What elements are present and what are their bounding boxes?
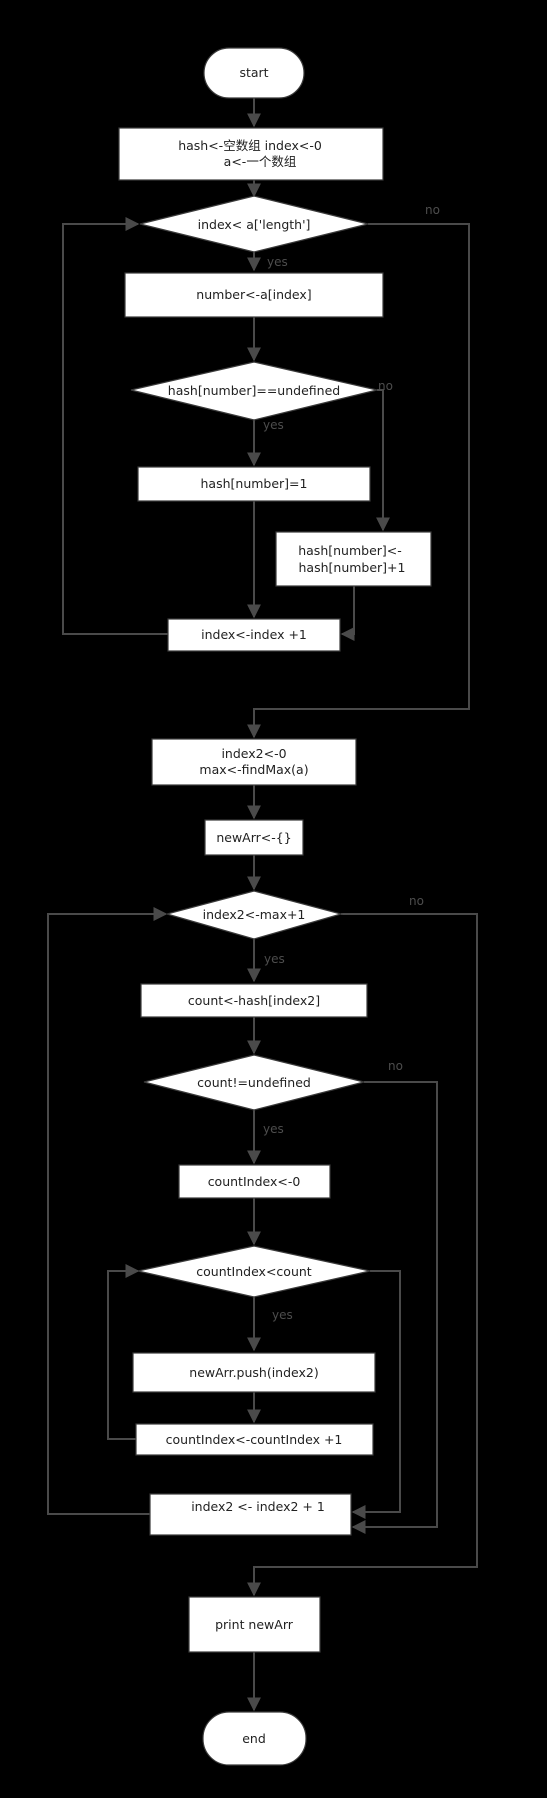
node-init: hash<-空数组 index<-0 a<-一个数组	[118, 127, 384, 181]
node-print-label: print newArr	[215, 1617, 294, 1632]
node-count-assign-label: count<-hash[index2]	[188, 993, 320, 1008]
node-index2-inc: index2 <- index2 + 1	[149, 1493, 352, 1536]
node-cond-index-label: index< a['length']	[198, 217, 311, 232]
edge-cond-hash-no	[376, 389, 390, 532]
edge-countindex-inc-loop	[107, 1264, 140, 1440]
node-end-label: end	[242, 1731, 266, 1746]
label-no: no	[409, 894, 424, 908]
node-cond-count-label: count!=undefined	[197, 1075, 311, 1090]
node-start-label: start	[239, 65, 268, 80]
label-yes: yes	[264, 952, 285, 966]
node-cond-index: index< a['length']	[139, 195, 369, 253]
edge-cond-index-no	[247, 223, 470, 739]
node-newarr-init-label: newArr<-{}	[216, 830, 291, 845]
edge-cond-countindex-no	[351, 1270, 401, 1519]
node-cond-index2: index2<-max+1	[164, 890, 344, 940]
node-push: newArr.push(index2)	[132, 1352, 376, 1393]
node-print: print newArr	[188, 1596, 321, 1653]
node-hash-set-one: hash[number]=1	[137, 466, 371, 502]
node-cond-index2-label: index2<-max+1	[203, 907, 306, 922]
connectors	[47, 98, 478, 1712]
node-cond-countindex-label: countIndex<count	[196, 1264, 312, 1279]
node-index2-inc-label: index2 <- index2 + 1	[191, 1499, 325, 1514]
node-countindex-inc: countIndex<-countIndex +1	[135, 1423, 374, 1456]
label-yes: yes	[263, 1122, 284, 1136]
node-hash-inc: hash[number]<- hash[number]+1	[275, 531, 432, 587]
label-yes: yes	[272, 1308, 293, 1322]
node-index-inc-label: index<-index +1	[201, 627, 307, 642]
node-index2-init-line-1: index2<-0	[221, 746, 286, 761]
node-countindex-init-label: countIndex<-0	[208, 1174, 301, 1189]
node-count-assign: count<-hash[index2]	[140, 983, 368, 1018]
label-yes: yes	[267, 255, 288, 269]
node-index2-init: index2<-0 max<-findMax(a)	[151, 738, 357, 786]
node-number-assign: number<-a[index]	[124, 272, 384, 318]
edge-cond-index2-no	[247, 913, 478, 1597]
node-cond-hash-undefined-label: hash[number]==undefined	[168, 383, 340, 398]
node-countindex-init: countIndex<-0	[178, 1164, 331, 1199]
node-index2-init-line-2: max<-findMax(a)	[199, 762, 308, 777]
node-hash-inc-line-2: hash[number]+1	[299, 560, 406, 575]
node-init-line-1: hash<-空数组 index<-0	[178, 138, 322, 153]
edge-hash-inc-index-inc	[340, 586, 355, 641]
edge-index2-inc-loop	[47, 907, 168, 1515]
node-push-label: newArr.push(index2)	[189, 1365, 318, 1380]
node-number-assign-label: number<-a[index]	[196, 287, 311, 302]
node-hash-set-one-label: hash[number]=1	[201, 476, 308, 491]
node-hash-inc-line-1: hash[number]<-	[298, 543, 402, 558]
node-end: end	[202, 1711, 307, 1766]
node-cond-hash-undefined: hash[number]==undefined	[130, 361, 378, 421]
node-index-inc: index<-index +1	[167, 618, 341, 652]
label-yes: yes	[263, 418, 284, 432]
node-countindex-inc-label: countIndex<-countIndex +1	[166, 1432, 343, 1447]
edge-index-inc-loop	[62, 217, 168, 635]
node-start: start	[203, 47, 305, 99]
label-no: no	[388, 1059, 403, 1073]
edge-cond-count-no	[351, 1081, 438, 1534]
node-init-line-2: a<-一个数组	[224, 154, 297, 169]
node-cond-countindex: countIndex<count	[137, 1245, 371, 1298]
node-newarr-init: newArr<-{}	[204, 819, 304, 856]
node-cond-count: count!=undefined	[143, 1054, 365, 1111]
label-no: no	[378, 379, 393, 393]
edge-labels: yes no yes no yes no yes no yes	[263, 203, 440, 1322]
label-no: no	[425, 203, 440, 217]
